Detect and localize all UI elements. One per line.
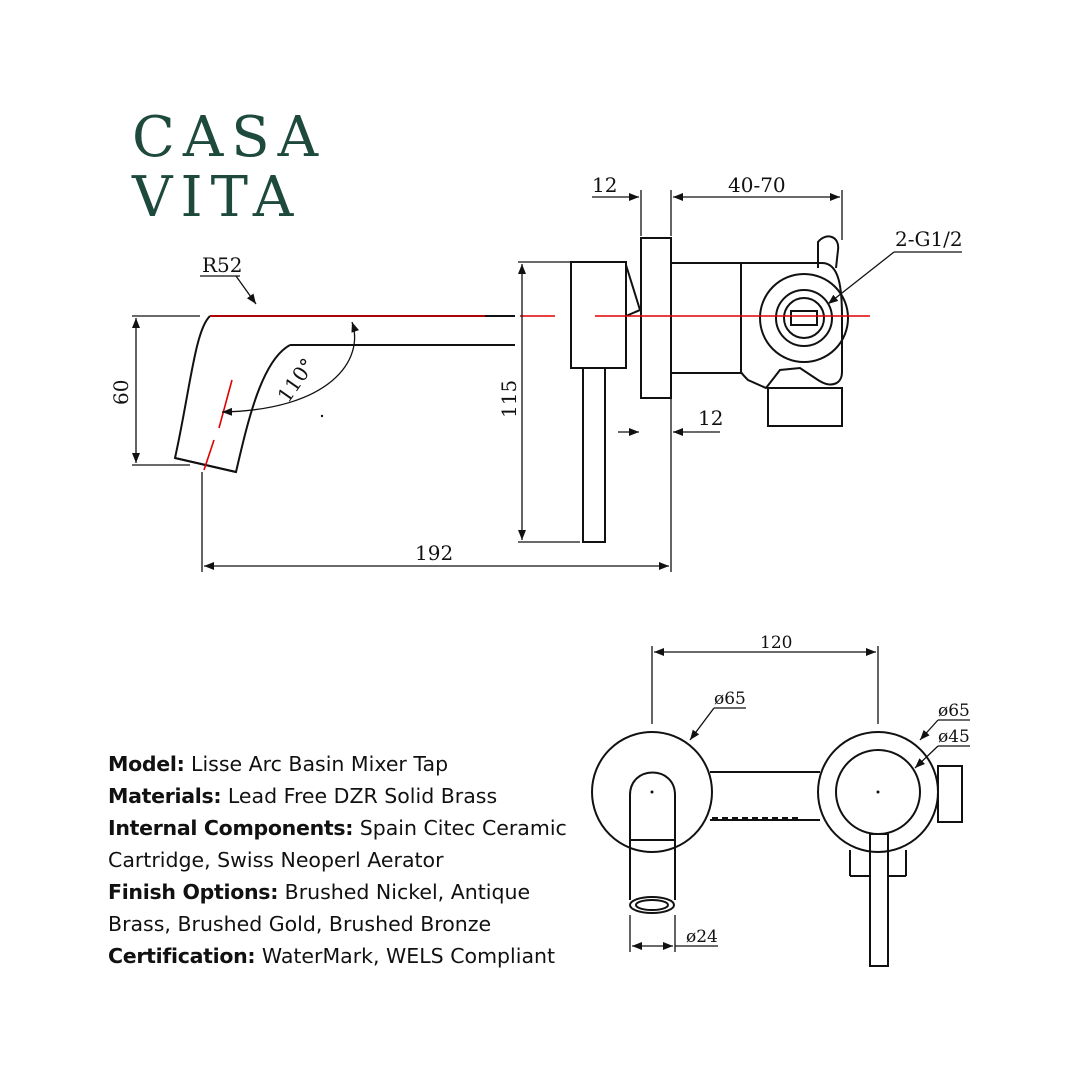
inlet-slot: [790, 310, 818, 326]
left-plate: [591, 731, 713, 853]
brand-logo: CASA VITA: [132, 108, 326, 228]
dim-left-plate-label: ø65: [714, 689, 746, 709]
top-lug: [817, 235, 840, 269]
aerator-inner: [635, 899, 669, 911]
front-dimensions: [629, 646, 970, 952]
front-side-port: [937, 765, 963, 823]
spec-value: Lisse Arc Basin Mixer Tap: [191, 752, 449, 776]
front-center-dots: [320, 414, 880, 794]
spec-certification: Certification: WaterMark, WELS Compliant: [108, 940, 568, 972]
spec-label: Materials:: [108, 784, 222, 808]
spec-label: Internal Components:: [108, 816, 354, 840]
brand-line-2: VITA: [132, 165, 302, 230]
dim-inlet-label: 2-G1/2: [895, 227, 963, 251]
spec-label: Finish Options:: [108, 880, 279, 904]
dim-spout-height-label: 60: [109, 380, 133, 405]
aerator-outer: [629, 896, 675, 914]
dim-angle-label: 110°: [272, 354, 319, 407]
spec-list: Model: Lisse Arc Basin Mixer Tap Materia…: [108, 748, 568, 972]
spec-finish-options: Finish Options: Brushed Nickel, Antique …: [108, 876, 568, 940]
inlet-mid: [775, 289, 833, 347]
dim-spacing-label: 120: [760, 633, 792, 653]
spec-internal-components: Internal Components: Spain Citec Ceramic…: [108, 812, 568, 876]
dim-gap-label: 12: [698, 406, 723, 430]
bottom-port: [767, 387, 843, 427]
wall-plate: [640, 237, 672, 399]
spec-materials: Materials: Lead Free DZR Solid Brass: [108, 780, 568, 812]
front-view: [591, 731, 963, 967]
front-dimension-labels: 120 ø65 ø65 ø45 ø24: [686, 633, 970, 947]
body-housing: [670, 262, 742, 374]
spec-value: Spain Citec Ceramic Cartridge, Swiss Neo…: [108, 816, 567, 872]
inlet-inner: [783, 297, 825, 339]
dim-spout-dia-label: ø24: [686, 927, 718, 947]
brand-line-1: CASA: [132, 105, 327, 170]
handle-lever: [582, 367, 606, 543]
spec-label: Certification:: [108, 944, 256, 968]
side-dimensions: [132, 190, 962, 572]
side-centerlines: [203, 315, 870, 471]
spout-collar: [570, 261, 627, 369]
spec-value: Brushed Nickel, Antique Brass, Brushed G…: [108, 880, 531, 936]
side-dimension-labels: R52 60 110° 115 192 12 40-70 2-G1/2 12: [109, 173, 963, 565]
front-spout: [629, 771, 676, 900]
valve-body: [740, 262, 843, 390]
dim-total-length-label: 192: [415, 541, 453, 565]
dim-plate-thickness-label: 12: [592, 173, 617, 197]
spec-label: Model:: [108, 752, 185, 776]
spec-value: WaterMark, WELS Compliant: [261, 944, 556, 968]
front-lever: [869, 833, 889, 967]
dim-handle-base-label: ø45: [938, 727, 970, 747]
side-view: [173, 235, 849, 543]
inlet-outer: [759, 273, 849, 363]
dim-radius-label: R52: [202, 253, 243, 277]
dim-right-plate-label: ø65: [938, 701, 970, 721]
spec-value: Lead Free DZR Solid Brass: [227, 784, 498, 808]
dim-total-height-label: 115: [497, 380, 521, 418]
spec-model: Model: Lisse Arc Basin Mixer Tap: [108, 748, 568, 780]
spout-body: [173, 315, 515, 474]
dim-depth-label: 40-70: [728, 173, 786, 197]
